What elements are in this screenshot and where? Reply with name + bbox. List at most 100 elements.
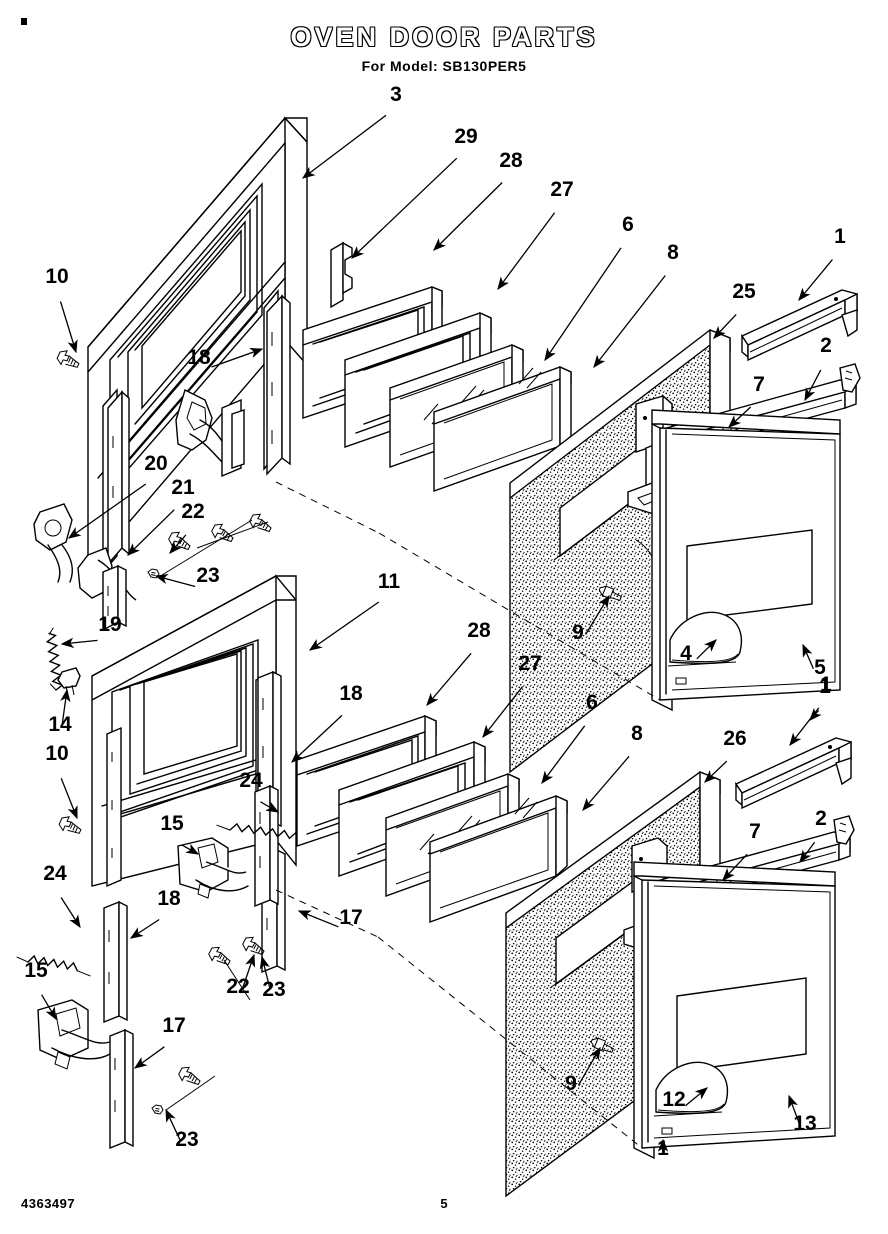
- callout-number-27: 27: [518, 652, 541, 675]
- callout-number-13: 13: [793, 1112, 816, 1135]
- callout-number-6: 6: [586, 691, 598, 714]
- callout-leader: [798, 259, 833, 302]
- callout-leader: [582, 755, 630, 811]
- callout-leader: [211, 348, 264, 368]
- callout-number-28: 28: [499, 149, 523, 172]
- callout-leader: [788, 1094, 801, 1125]
- screw-10-lower: [57, 813, 85, 838]
- callout-number-1: 1: [820, 673, 832, 696]
- callout-number-20: 20: [144, 452, 167, 475]
- glass-6-upper: [433, 365, 572, 492]
- front-door-panel-upper: [651, 409, 841, 712]
- callout-leader: [433, 182, 503, 251]
- callout-leader: [789, 707, 820, 747]
- callout-number-8: 8: [631, 722, 643, 745]
- callout-leader: [713, 313, 737, 339]
- callout-leaders: [41, 114, 833, 1152]
- callout-number-22: 22: [181, 500, 204, 523]
- callout-leader: [426, 652, 472, 706]
- callout-number-7: 7: [749, 820, 761, 843]
- callout-number-1: 1: [657, 1137, 669, 1160]
- callout-number-8: 8: [667, 241, 679, 264]
- bracket-17-lower-left: [109, 1028, 134, 1150]
- callout-number-2: 2: [815, 807, 827, 830]
- callout-number-24: 24: [43, 862, 67, 885]
- callout-leader: [593, 275, 666, 369]
- callout-leader: [704, 760, 728, 783]
- callout-leader: [684, 1087, 709, 1107]
- callout-number-19: 19: [98, 613, 121, 636]
- callout-number-12: 12: [662, 1088, 685, 1111]
- callout-number-7: 7: [753, 373, 765, 396]
- callout-number-1: 1: [819, 675, 831, 698]
- callout-leader: [259, 955, 271, 990]
- bracket-24-lower: [254, 784, 279, 908]
- hinge-assembly-upper: [33, 389, 245, 632]
- callout-number-9: 9: [572, 621, 584, 644]
- callout-leader: [728, 406, 752, 428]
- callout-leader: [297, 910, 339, 928]
- publication-number: 4363497: [21, 1196, 76, 1211]
- callout-number-10: 10: [45, 265, 68, 288]
- callout-leader: [169, 534, 187, 554]
- callout-number-24: 24: [239, 769, 263, 792]
- callout-leader: [60, 637, 98, 648]
- callout-number-21: 21: [171, 476, 195, 499]
- callout-leader: [291, 714, 343, 763]
- latch-15-lower: [37, 999, 111, 1070]
- bracket-18-upper: [266, 294, 291, 476]
- callout-number-4: 4: [680, 642, 692, 665]
- screw-10-upper: [55, 347, 83, 372]
- callout-leader: [60, 688, 71, 725]
- callout-number-15: 15: [160, 812, 184, 835]
- callout-leader: [67, 483, 147, 539]
- callout-leader: [577, 1046, 601, 1086]
- bracket-18-lower-left: [103, 900, 128, 1024]
- callout-number-5: 5: [814, 656, 826, 679]
- callout-number-27: 27: [550, 178, 573, 201]
- knob-14: [57, 667, 81, 697]
- callout-leader: [41, 994, 57, 1021]
- callout-number-17: 17: [339, 906, 362, 929]
- callout-leader: [59, 301, 78, 354]
- registration-mark: [21, 18, 27, 25]
- clip-29: [330, 241, 353, 309]
- callout-leader: [181, 843, 200, 855]
- callout-leader: [301, 114, 387, 179]
- callout-number-28: 28: [467, 619, 491, 642]
- model-subtitle: For Model: SB130PER5: [361, 58, 527, 74]
- callout-leader: [541, 725, 586, 785]
- callout-number-11: 11: [378, 570, 401, 593]
- callout-number-25: 25: [732, 280, 756, 303]
- callout-leader: [60, 778, 78, 820]
- callout-leader: [544, 247, 622, 362]
- callout-number-23: 23: [196, 564, 219, 587]
- front-door-panel-lower: [633, 861, 836, 1160]
- callout-number-26: 26: [723, 727, 746, 750]
- callout-leader: [802, 643, 814, 670]
- callout-number-1: 1: [834, 225, 846, 248]
- callout-leader: [809, 707, 822, 721]
- callout-leader: [308, 601, 380, 651]
- callout-number-18: 18: [157, 887, 181, 910]
- callout-leader: [165, 1108, 181, 1142]
- fasteners-lower: [151, 933, 268, 1115]
- callout-number-6: 6: [622, 213, 634, 236]
- page-number: 5: [440, 1196, 448, 1211]
- handle-bar-1-upper: [740, 289, 858, 362]
- spring-24-lower-left: [16, 954, 91, 977]
- callout-number-3: 3: [390, 83, 402, 106]
- callout-leader: [482, 686, 524, 739]
- callout-leader: [129, 918, 160, 939]
- callout-leader: [242, 953, 256, 988]
- callout-leader: [804, 369, 822, 402]
- callout-number-9: 9: [565, 1072, 577, 1095]
- callout-number-14: 14: [48, 713, 72, 736]
- callout-number-29: 29: [454, 125, 477, 148]
- callout-leader: [351, 157, 458, 259]
- callout-leader: [133, 1046, 165, 1069]
- callout-number-23: 23: [262, 978, 285, 1001]
